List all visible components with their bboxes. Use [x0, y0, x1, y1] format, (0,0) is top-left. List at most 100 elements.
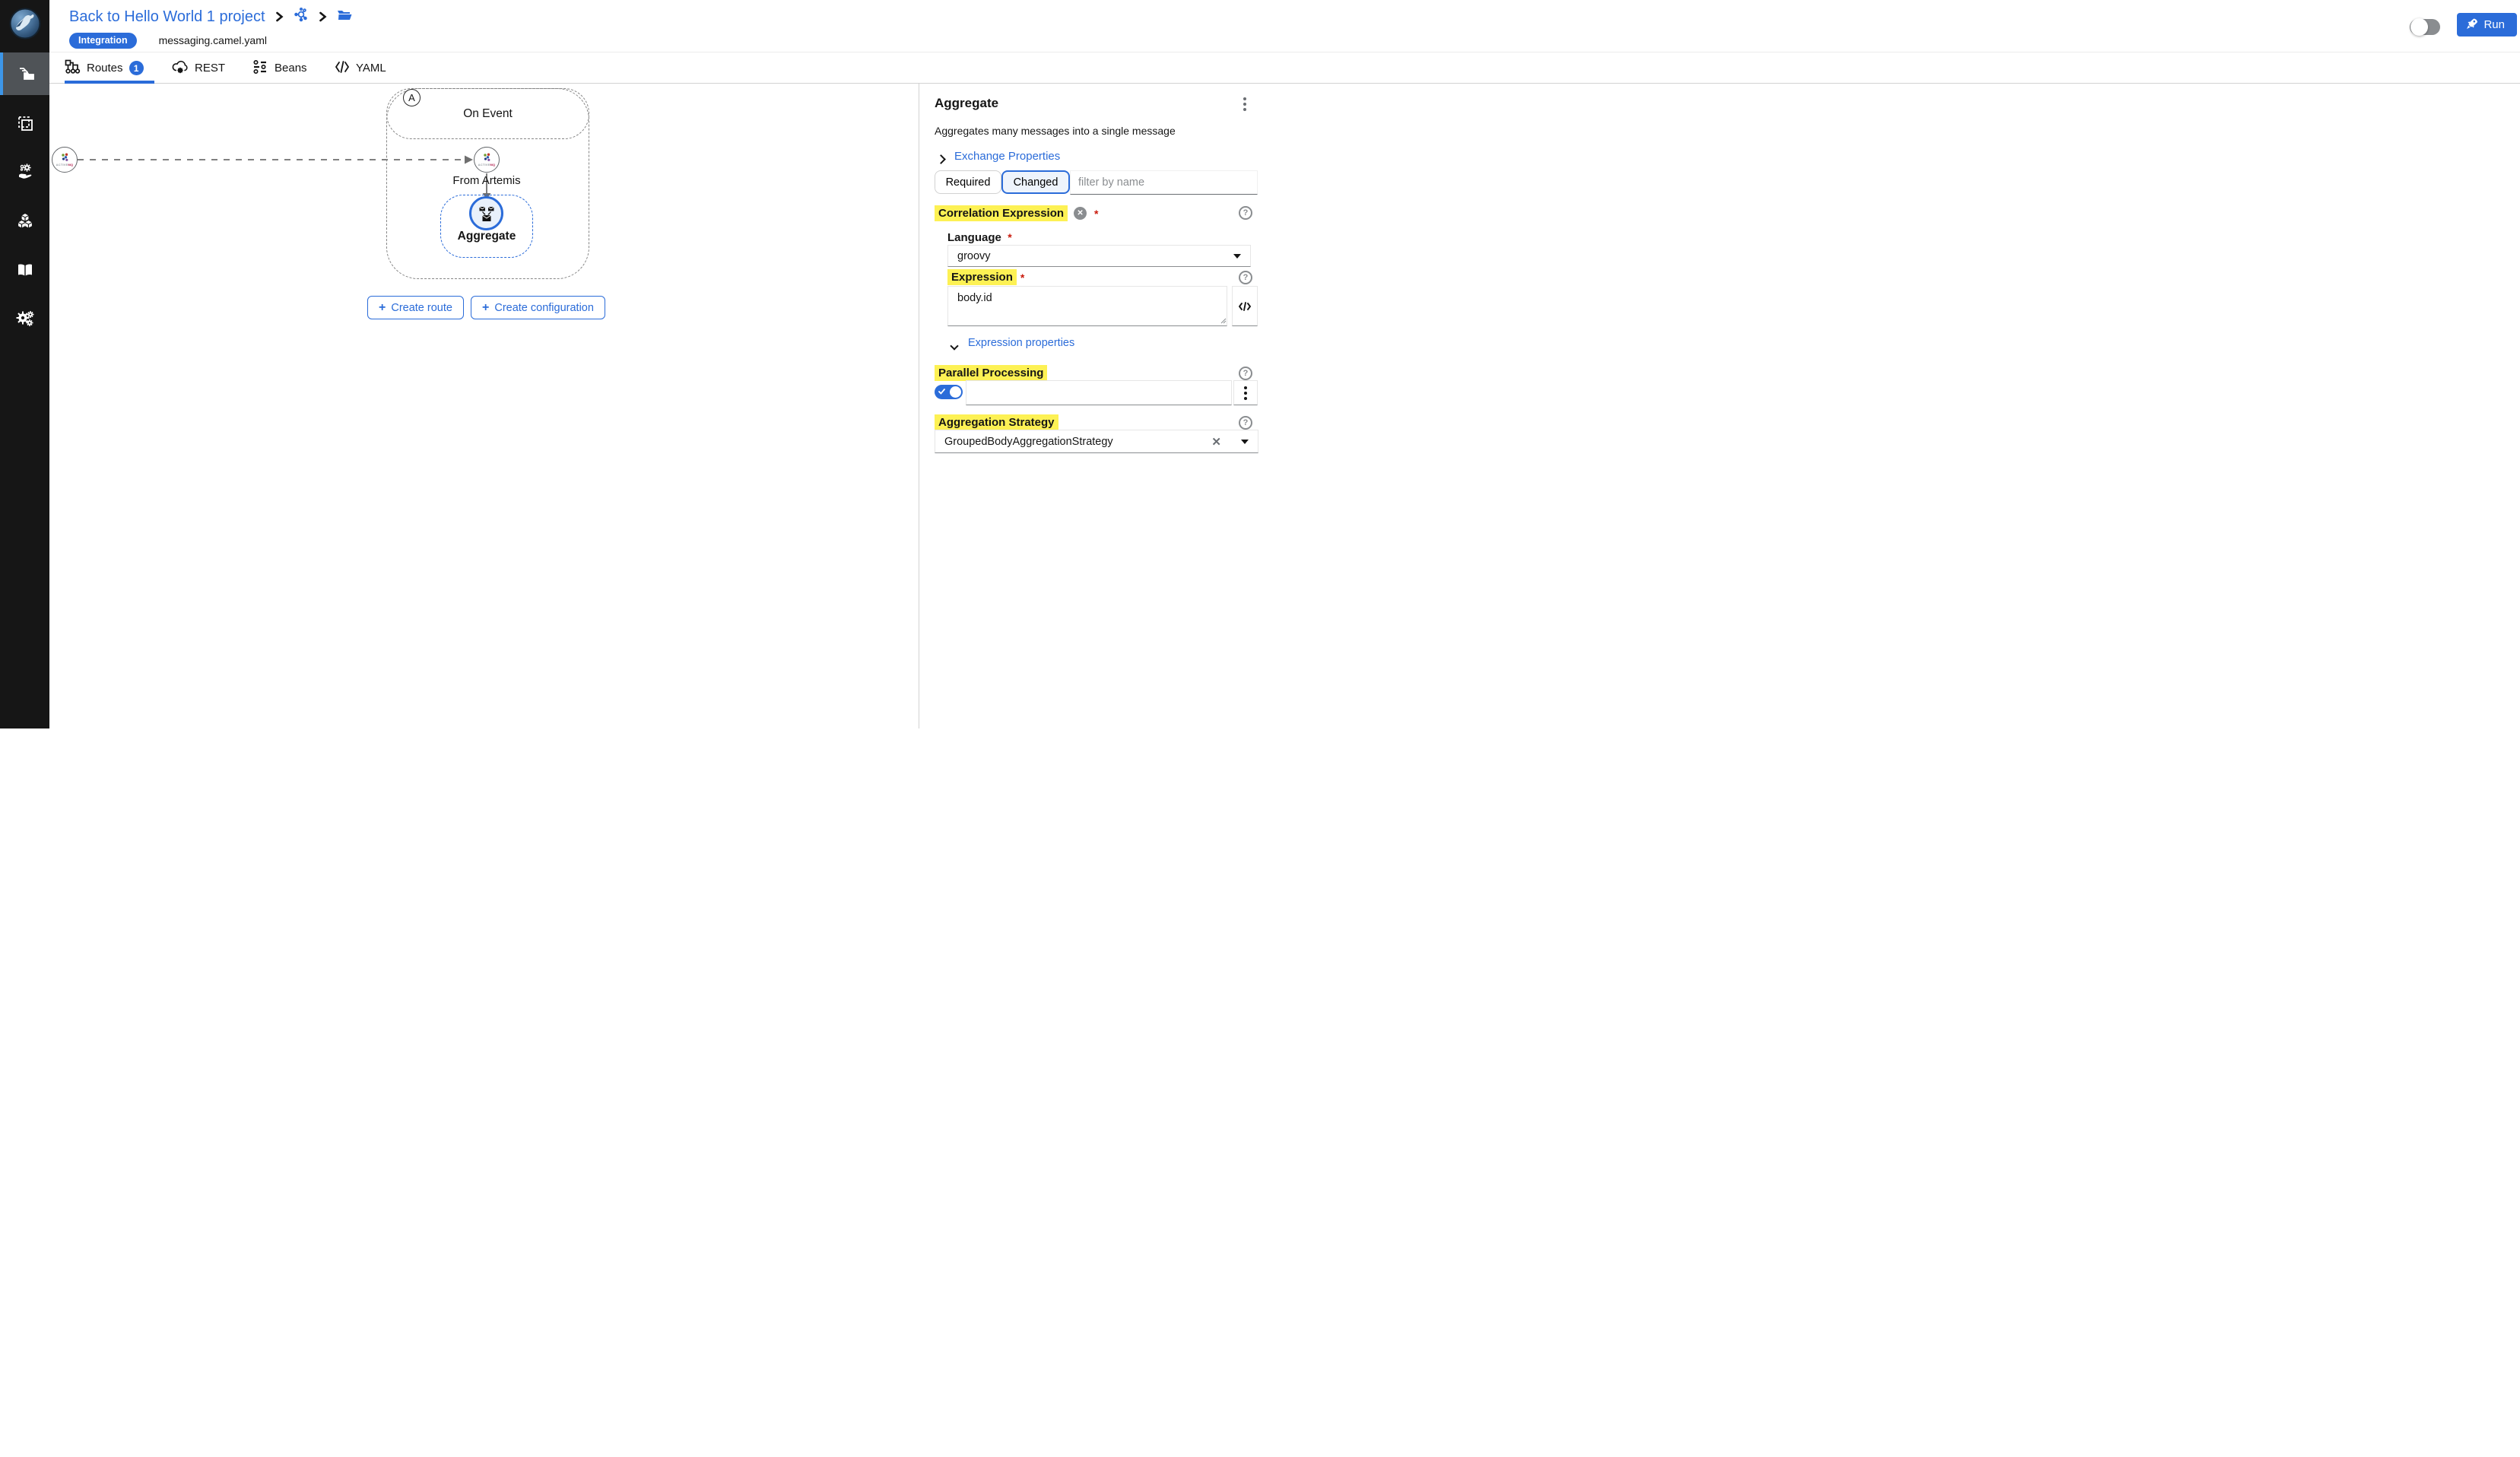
- from-artemis-label: From Artemis: [452, 174, 521, 187]
- chevron-right-icon[interactable]: [936, 153, 946, 167]
- run-button[interactable]: Run: [2457, 13, 2517, 37]
- expression-label: Expression: [947, 269, 1017, 285]
- correlation-expression-row: Correlation Expression ✕ *: [935, 205, 1099, 221]
- tab-routes[interactable]: Routes 1: [65, 52, 144, 84]
- left-sidebar: [0, 0, 49, 728]
- route-title: On Event: [463, 106, 513, 120]
- required-marker: *: [1094, 207, 1099, 220]
- top-header: Back to Hello World 1 project Integratio…: [49, 0, 2520, 52]
- back-to-project-link[interactable]: Back to Hello World 1 project: [69, 8, 265, 25]
- required-marker: *: [1020, 271, 1025, 284]
- tab-yaml-label: YAML: [356, 62, 386, 75]
- cubes-icon: [16, 211, 34, 230]
- check-icon: [938, 389, 945, 395]
- open-book-icon: [16, 261, 34, 279]
- routes-count-badge: 1: [129, 61, 144, 75]
- aggregate-selection-outline: [440, 195, 533, 258]
- filter-required-button[interactable]: Required: [935, 170, 1001, 194]
- expression-textarea[interactable]: body.id: [947, 286, 1227, 326]
- chevron-right-icon: [275, 11, 284, 22]
- properties-panel: Aggregate Aggregates many messages into …: [919, 84, 1260, 728]
- sidebar-item-templates[interactable]: [0, 102, 49, 144]
- expression-label-row: Expression *: [947, 269, 1024, 285]
- required-marker: *: [1008, 231, 1012, 243]
- open-expression-editor-button[interactable]: [1232, 286, 1258, 326]
- karavan-camel-logo: [9, 8, 41, 40]
- parallel-processing-label: Parallel Processing: [935, 365, 1048, 381]
- sidebar-item-projects[interactable]: [0, 52, 49, 95]
- panel-title: Aggregate: [935, 96, 999, 110]
- hand-gear-icon: [16, 162, 34, 180]
- language-label: Language: [947, 231, 1001, 244]
- aggregation-strategy-value: GroupedBodyAggregationStrategy: [944, 435, 1113, 448]
- filter-by-name-input[interactable]: [1070, 170, 1258, 195]
- open-folder-icon[interactable]: [337, 8, 354, 26]
- tab-yaml[interactable]: YAML: [335, 52, 386, 84]
- sidebar-item-knowledgebase[interactable]: [0, 249, 49, 291]
- clear-expression-icon[interactable]: ✕: [1074, 207, 1087, 220]
- rocket-icon: [2466, 17, 2478, 33]
- correlation-expression-label: Correlation Expression: [935, 205, 1068, 221]
- tab-beans[interactable]: Beans: [252, 52, 307, 84]
- chevron-down-icon: [1233, 253, 1241, 259]
- sidebar-item-components[interactable]: [0, 199, 49, 242]
- yaml-code-icon: [335, 59, 350, 78]
- from-artemis-node[interactable]: ACTIVEMQ: [474, 147, 500, 173]
- layered-square-icon: [16, 114, 34, 132]
- code-icon: [1239, 301, 1251, 311]
- expression-properties-link[interactable]: Expression properties: [968, 337, 1075, 349]
- environment-toggle[interactable]: [2410, 18, 2440, 36]
- parallel-processing-toggle[interactable]: [935, 385, 963, 399]
- panel-description: Aggregates many messages into a single m…: [935, 125, 1176, 137]
- help-icon[interactable]: ?: [1239, 271, 1252, 284]
- tab-rest-label: REST: [195, 62, 226, 75]
- route-badge-a: A: [403, 89, 421, 106]
- current-filename: messaging.camel.yaml: [158, 34, 267, 46]
- aggregation-strategy-select[interactable]: GroupedBodyAggregationStrategy ✕: [935, 430, 1258, 453]
- chevron-down-icon[interactable]: [950, 339, 959, 353]
- create-route-label: Create route: [391, 301, 452, 314]
- run-label: Run: [2484, 18, 2505, 31]
- plus-icon: +: [379, 300, 386, 314]
- beans-options-icon: [252, 59, 268, 78]
- folders-icon: [17, 65, 36, 83]
- file-meta-row: Integration messaging.camel.yaml: [69, 32, 267, 49]
- route-designer-canvas[interactable]: On Event A ACTIVEMQ ACTIVEMQ From Artemi…: [49, 84, 919, 728]
- sidebar-item-services[interactable]: [0, 150, 49, 192]
- gears-icon: [15, 309, 35, 329]
- create-configuration-button[interactable]: + Create configuration: [471, 296, 605, 319]
- clear-selection-icon[interactable]: ✕: [1211, 435, 1221, 449]
- sidebar-item-configuration[interactable]: [0, 297, 49, 340]
- exchange-properties-link[interactable]: Exchange Properties: [954, 150, 1061, 163]
- chevron-right-icon: [319, 11, 327, 22]
- tab-rest[interactable]: REST: [172, 52, 225, 84]
- help-icon[interactable]: ?: [1239, 416, 1252, 430]
- tab-routes-label: Routes: [87, 62, 123, 75]
- language-value: groovy: [957, 249, 991, 262]
- integration-badge: Integration: [69, 32, 137, 49]
- aggregate-node-label: Aggregate: [457, 230, 516, 243]
- resize-handle[interactable]: [1220, 318, 1227, 324]
- aggregate-node[interactable]: [469, 196, 503, 230]
- active-tab-underline: [65, 81, 154, 84]
- parallel-options-button[interactable]: [1233, 380, 1258, 405]
- external-artemis-node[interactable]: ACTIVEMQ: [52, 147, 78, 173]
- help-icon[interactable]: ?: [1239, 367, 1252, 380]
- language-select[interactable]: groovy: [947, 245, 1251, 267]
- integration-hub-icon: [294, 7, 309, 27]
- aggregation-strategy-label: Aggregation Strategy: [935, 414, 1058, 430]
- help-icon[interactable]: ?: [1239, 206, 1252, 220]
- tab-beans-label: Beans: [275, 62, 307, 75]
- routes-fork-icon: [65, 59, 81, 78]
- create-route-button[interactable]: + Create route: [367, 296, 464, 319]
- file-tabs-bar: Routes 1 REST Beans YAML: [49, 52, 2520, 84]
- activemq-logo-icon: [484, 153, 490, 161]
- parallel-processing-input[interactable]: [966, 380, 1232, 405]
- panel-menu-kebab[interactable]: [1239, 97, 1251, 111]
- breadcrumb: Back to Hello World 1 project: [69, 6, 354, 27]
- language-label-row: Language *: [947, 231, 1012, 245]
- rest-cloud-icon: [172, 59, 189, 78]
- route-on-event-header[interactable]: On Event: [386, 88, 589, 139]
- chevron-down-icon: [1241, 439, 1249, 444]
- filter-changed-button[interactable]: Changed: [1001, 170, 1070, 194]
